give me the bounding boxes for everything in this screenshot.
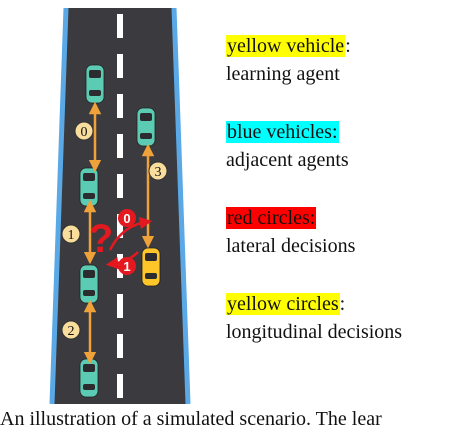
road-edge-right (171, 7, 191, 404)
blue-vehicle-4-rear-window (83, 384, 95, 390)
legend-yellow-vehicle: yellow vehicle: learning agent (226, 32, 351, 88)
gap-circle-0 (74, 121, 94, 141)
red-circles: 0 1 (118, 209, 136, 275)
blue-vehicle-1-windshield (89, 70, 101, 78)
lane-dash (117, 14, 123, 38)
blue-vehicle-3-rear-window (83, 290, 95, 296)
lane-dash (117, 54, 123, 78)
vehicles (79, 64, 161, 398)
blue-vehicle-4 (79, 358, 99, 398)
gap-circle-2 (61, 320, 81, 340)
blue-vehicle-5-windshield (140, 113, 152, 121)
blue-vehicle-5-rear-window (140, 133, 152, 139)
uncertainty-question-mark: ? (89, 217, 113, 261)
blue-vehicle-3 (79, 264, 99, 304)
legend-red-circles: red circles: lateral decisions (226, 204, 355, 260)
lateral-circle-0 (118, 209, 136, 227)
yellow-vehicle (141, 247, 161, 287)
lateral-circle-1 (118, 257, 136, 275)
legend-blue-vehicles-term: blue vehicles: (226, 121, 339, 143)
gap-arrows (83, 101, 155, 365)
blue-vehicle-3-windshield (83, 270, 95, 278)
legend-yellow-circles-term: yellow circles (226, 293, 340, 315)
blue-vehicle-1-rear-window (89, 90, 101, 96)
legend-red-circles-desc: lateral decisions (226, 235, 356, 257)
legend-blue-vehicles-desc: adjacent agents (226, 149, 349, 171)
legend-red-circles-term: red circles: (226, 207, 317, 229)
lane-dash (117, 374, 123, 398)
gap-circle-3-label: 3 (155, 165, 162, 180)
lateral-arrow-right (108, 216, 153, 251)
lane-dash (117, 94, 123, 118)
road-scene: ? 0 1 2 3 0 1 (49, 7, 191, 404)
legend-yellow-vehicle-suffix: : (345, 35, 351, 57)
yellow-vehicle-windshield (145, 253, 157, 261)
legend-yellow-vehicle-term: yellow vehicle (226, 35, 346, 57)
legend-blue-vehicles: blue vehicles: adjacent agents (226, 118, 349, 174)
lane-dash (117, 214, 123, 238)
legend-yellow-circles-desc: longitudinal decisions (226, 321, 403, 343)
lane-dash (117, 294, 123, 318)
gap-circle-2-label: 2 (68, 324, 75, 339)
figure-caption: An illustration of a simulated scenario.… (0, 408, 382, 430)
lane-dash (117, 134, 123, 158)
blue-vehicle-4-windshield (83, 364, 95, 372)
lateral-circle-0-label: 0 (123, 211, 130, 226)
legend-yellow-circles: yellow circles: longitudinal decisions (226, 290, 402, 346)
gap-circle-3 (148, 161, 168, 181)
blue-vehicle-5 (136, 107, 156, 147)
blue-vehicle-2 (79, 167, 99, 207)
blue-vehicle-2-windshield (83, 173, 95, 181)
gap-circle-0-label: 0 (81, 125, 88, 140)
gap-circle-1 (61, 224, 81, 244)
yellow-circles: 0 1 2 3 (61, 121, 168, 340)
lateral-circle-1-label: 1 (123, 259, 130, 274)
legend-yellow-circles-suffix: : (339, 293, 346, 315)
blue-vehicle-2-rear-window (83, 193, 95, 199)
yellow-vehicle-rear-window (145, 273, 157, 279)
blue-vehicle-1 (85, 64, 105, 104)
lane-dash (117, 174, 123, 198)
road-edge-left (49, 7, 69, 404)
legend-yellow-vehicle-desc: learning agent (226, 63, 340, 85)
gap-circle-1-label: 1 (68, 228, 75, 243)
lane-dash (117, 334, 123, 358)
